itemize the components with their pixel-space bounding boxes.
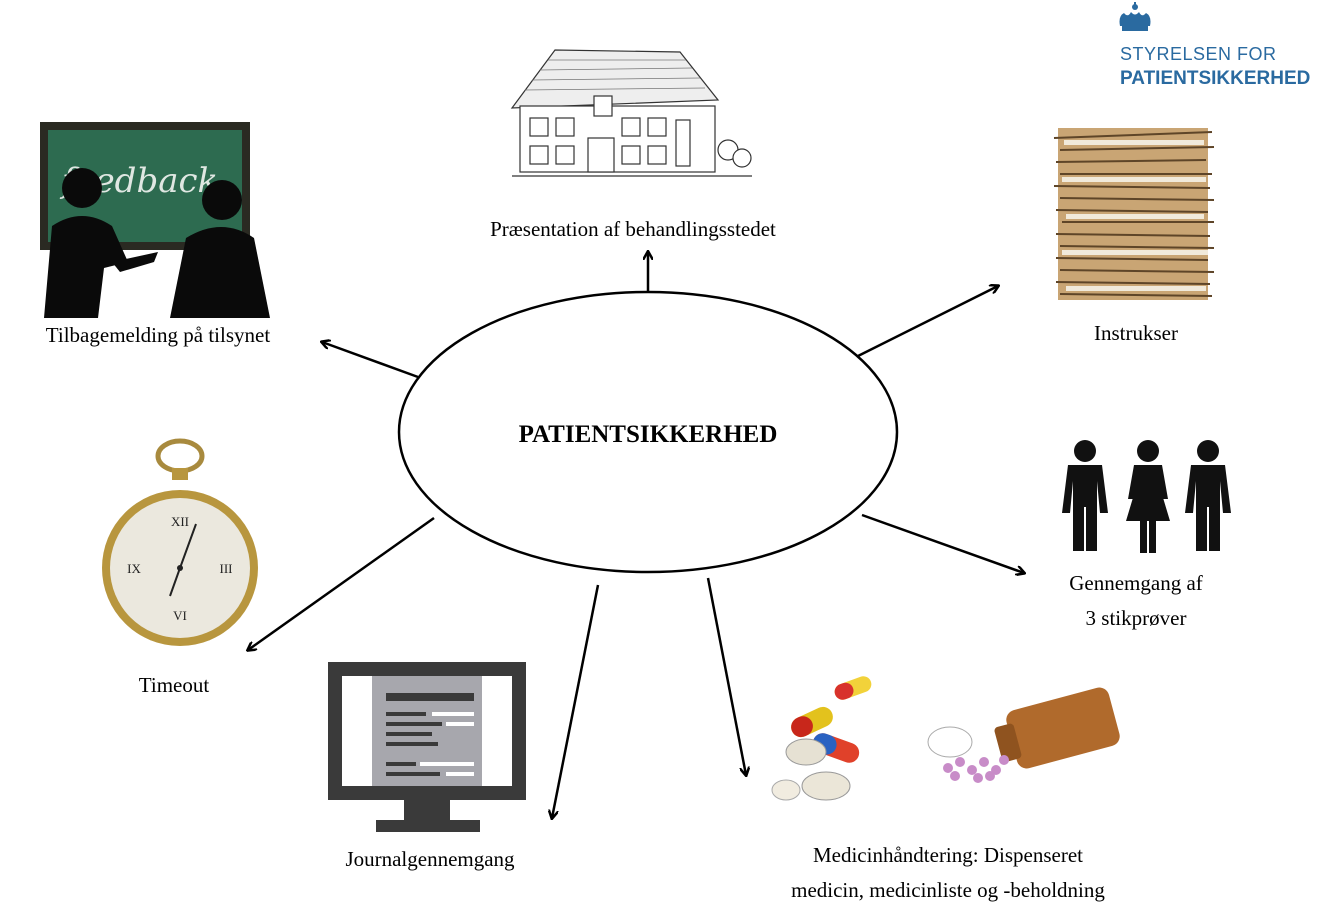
label-medicin-line1: Medicinhåndtering: Dispenseret [813,843,1083,867]
people-icon [1062,440,1231,553]
label-tilbagemelding: Tilbagemelding på tilsynet [46,323,271,347]
label-stikproever-line1: Gennemgang af [1069,571,1203,595]
label-medicin-line2: medicin, medicinliste og -beholdning [791,878,1105,902]
arrows [248,252,1024,818]
logo-line-1: STYRELSEN FOR [1120,44,1277,64]
label-instrukser: Instrukser [1094,321,1178,345]
agency-logo: STYRELSEN FOR PATIENTSIKKERHED [1119,2,1310,89]
arrow-tilbagemelding [322,342,419,379]
svg-text:III: III [220,561,233,576]
arrow-journal [552,584,600,818]
svg-text:IX: IX [127,561,141,576]
label-journal: Journalgennemgang [345,847,515,871]
arrow-instrukser [857,286,998,358]
svg-text:VI: VI [173,608,187,623]
label-presentation: Præsentation af behandlingsstedet [490,217,776,241]
monitor-icon [328,662,526,832]
label-stikproever-line2: 3 stikprøver [1086,606,1187,630]
arrow-timeout [248,516,435,650]
label-timeout: Timeout [139,673,210,697]
logo-line-2: PATIENTSIKKERHED [1120,68,1310,89]
feedback-board-icon: feedback [40,122,270,318]
svg-text:XII: XII [171,514,189,529]
pills-icon [771,676,1120,801]
arrow-medicin [706,577,746,775]
arrow-stikproever [861,513,1024,573]
center-label: PATIENTSIKKERHED [519,421,778,448]
crown-icon [1119,2,1151,31]
paper-stack-icon [1053,128,1215,300]
house-icon [510,49,752,177]
pocket-watch-icon: XII III VI IX [102,438,258,646]
